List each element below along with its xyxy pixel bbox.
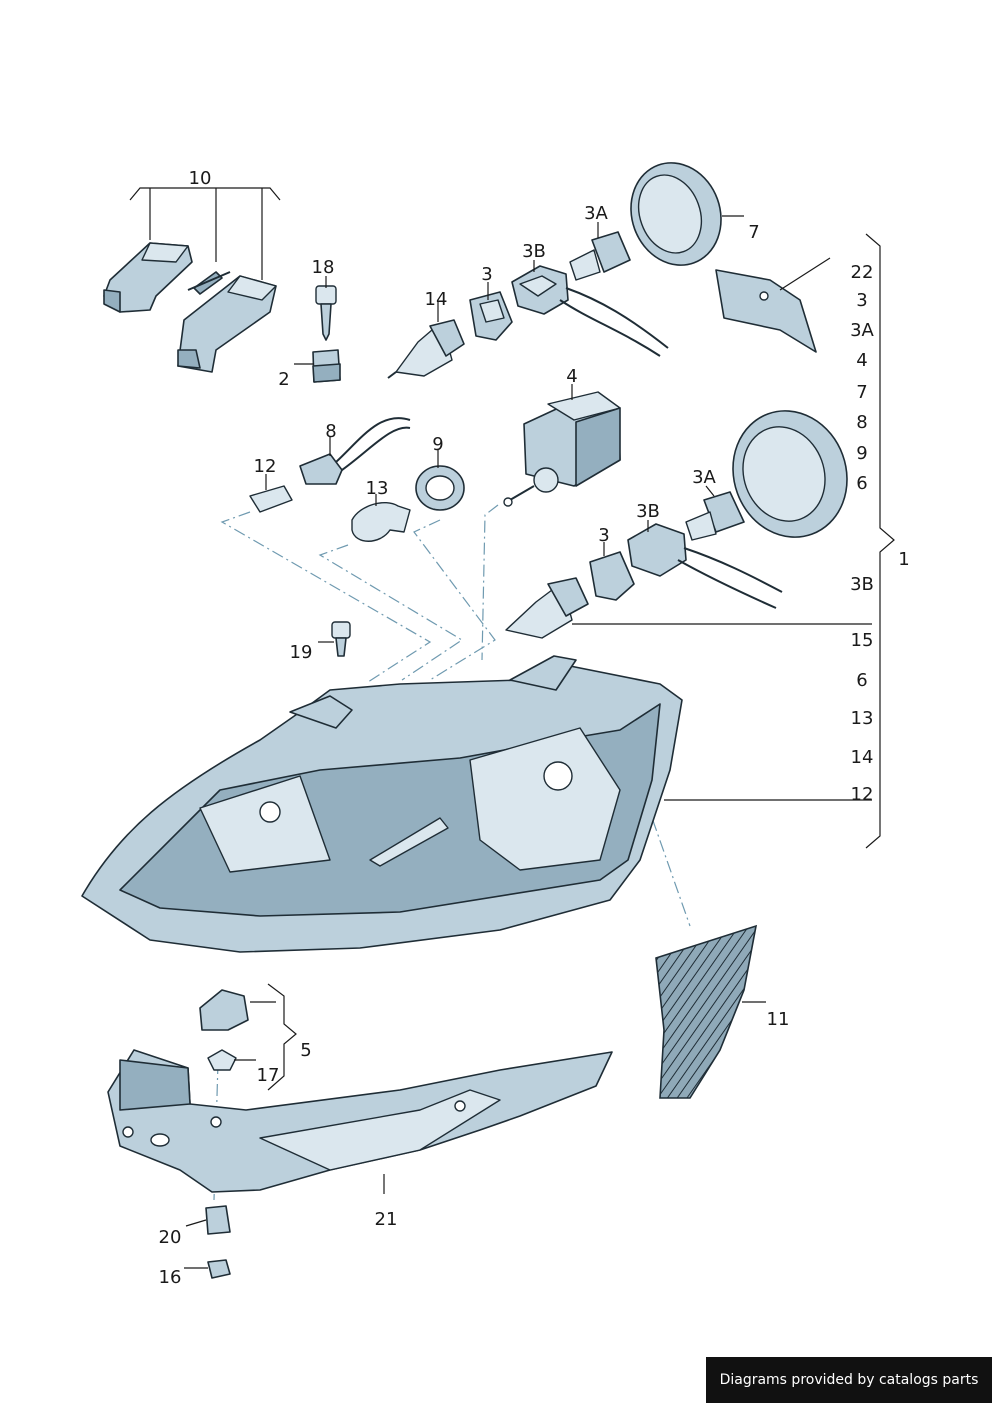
leader-lines (129, 187, 895, 1269)
group-list-top-item-0: 22 (851, 262, 874, 283)
callout-4: 4 (566, 366, 577, 387)
group-list-top-item-4: 7 (856, 382, 867, 403)
callout-20: 20 (159, 1227, 182, 1248)
part-3-holder (469, 291, 513, 341)
part-6-cap (732, 410, 848, 538)
callout-3: 3 (481, 264, 492, 285)
callout-11: 11 (767, 1009, 790, 1030)
footer-credit: Diagrams provided by catalogs parts (706, 1357, 992, 1403)
callout-12: 12 (254, 456, 277, 477)
part-7-cap (630, 162, 722, 266)
part-8-socket-wire (299, 417, 411, 485)
callout-19: 19 (290, 642, 313, 663)
part-10-bracket-set (103, 242, 277, 373)
callout-3b: 3B (522, 241, 546, 262)
part-1-headlamp (81, 655, 683, 953)
callout-5: 5 (300, 1040, 311, 1061)
part-18-screw (315, 285, 337, 341)
callout-3b-lower: 3B (636, 501, 660, 522)
group-list-bottom-item-3: 13 (851, 708, 874, 729)
callout-labels: 10 18 2 14 3 3B 3A 7 4 8 9 12 13 3A 3B 3… (159, 168, 910, 1288)
callout-10: 10 (189, 168, 212, 189)
part-22-cover (715, 269, 817, 353)
group-list-top-item-2: 3A (850, 320, 874, 341)
part-13-bulb (351, 502, 411, 542)
callout-2: 2 (278, 369, 289, 390)
group-list-top-item-7: 6 (856, 473, 867, 494)
part-11-plate (655, 924, 758, 1099)
group-list-bottom-item-4: 14 (851, 747, 874, 768)
callout-16: 16 (159, 1267, 182, 1288)
part-2-clip (312, 349, 341, 383)
part-3a-socket-lower (685, 491, 745, 541)
group-list-top-item-1: 3 (856, 290, 867, 311)
part-16-screw (207, 1259, 231, 1279)
part-3a-socket (569, 231, 631, 281)
callout-21: 21 (375, 1209, 398, 1230)
part-19-screw (331, 621, 351, 657)
callout-8: 8 (325, 421, 336, 442)
part-3b-connector (511, 265, 669, 357)
callout-1: 1 (898, 549, 909, 570)
group-list-bottom-item-2: 6 (856, 670, 867, 691)
callout-3a: 3A (584, 203, 608, 224)
part-15-bulb (505, 577, 589, 639)
part-4-motor (503, 391, 621, 507)
group-list: 22 3 3A 4 7 8 9 6 3B 15 6 13 14 12 (850, 262, 874, 805)
callout-13: 13 (366, 478, 389, 499)
group-list-top-item-6: 9 (856, 443, 867, 464)
group-list-bottom-item-5: 12 (851, 784, 874, 805)
callout-3-lower: 3 (598, 525, 609, 546)
callout-9: 9 (432, 434, 443, 455)
callout-7: 7 (748, 222, 759, 243)
group-list-bottom-item-1: 15 (851, 630, 874, 651)
group-list-bottom-item-0: 3B (850, 574, 874, 595)
part-9-holder (415, 465, 465, 511)
group-list-top-item-3: 4 (856, 350, 867, 371)
part-21-bracket (107, 1049, 613, 1193)
group-list-top-item-5: 8 (856, 412, 867, 433)
part-14-bulb (387, 319, 465, 379)
part-5-clip (199, 989, 249, 1031)
part-3-holder-lower (589, 551, 635, 601)
callout-18: 18 (312, 257, 335, 278)
part-12-bulb (249, 485, 293, 513)
part-3b-connector-lower (627, 523, 783, 609)
callout-17: 17 (257, 1065, 280, 1086)
callout-14: 14 (425, 289, 448, 310)
part-20-bolt (205, 1205, 231, 1235)
part-17-nut (207, 1049, 237, 1071)
callout-3a-lower: 3A (692, 467, 716, 488)
